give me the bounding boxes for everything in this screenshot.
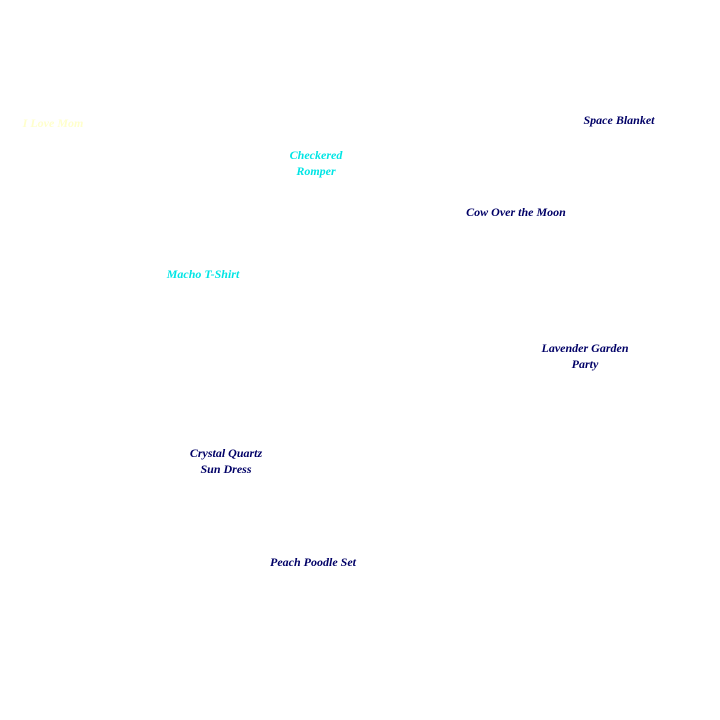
- label-i-love-mom: I Love Mom: [23, 115, 84, 131]
- label-line: Macho T-Shirt: [166, 267, 240, 281]
- label-line: I Love Mom: [22, 116, 84, 130]
- label-line: Checkered: [289, 148, 343, 162]
- label-cow-over-the-moon: Cow Over the Moon: [466, 204, 566, 220]
- label-peach-poodle-set: Peach Poodle Set: [270, 554, 356, 570]
- label-lavender-garden-party: Lavender Garden Party: [542, 340, 629, 372]
- label-line: Crystal Quartz: [189, 446, 263, 460]
- label-macho-t-shirt: Macho T-Shirt: [167, 266, 240, 282]
- label-line: Sun Dress: [200, 462, 252, 476]
- label-line: Lavender Garden: [541, 341, 629, 355]
- label-line: Cow Over the Moon: [466, 205, 566, 219]
- label-line: Romper: [296, 164, 336, 178]
- label-space-blanket: Space Blanket: [584, 112, 655, 128]
- label-crystal-quartz-sun-dress: Crystal Quartz Sun Dress: [190, 445, 262, 477]
- label-line: Space Blanket: [583, 113, 655, 127]
- label-line: Peach Poodle Set: [270, 555, 356, 569]
- label-line: Party: [571, 357, 599, 371]
- label-checkered-romper: Checkered Romper: [290, 147, 343, 179]
